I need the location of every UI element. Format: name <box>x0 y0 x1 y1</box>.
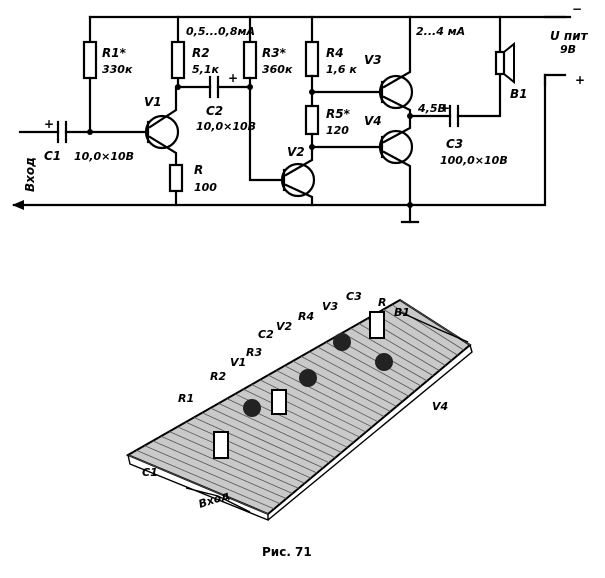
board-hatch-line <box>160 435 293 494</box>
r-name: R <box>194 163 203 177</box>
board-hatch-line <box>169 431 299 489</box>
board-hatch-line <box>375 313 452 361</box>
board-label-b1: B1 <box>394 306 410 319</box>
board-hatch-line <box>152 440 287 500</box>
board-hatch-line <box>136 449 275 510</box>
board-hatch-line <box>144 445 281 505</box>
r5-name: R5* <box>326 107 351 121</box>
board-hatch-line <box>210 407 330 464</box>
r3-value: 360к <box>262 63 293 76</box>
r1-value: 330к <box>102 63 133 76</box>
bottom-rail <box>18 73 567 207</box>
v3-name: V3 <box>364 53 382 67</box>
board-hatch-line <box>193 417 318 474</box>
r2-resistor <box>170 40 186 80</box>
board-label-v3: V3 <box>322 300 339 313</box>
board-part-c3 <box>369 311 385 339</box>
figure-caption: Рис. 71 <box>262 545 312 559</box>
board-part-v3 <box>333 333 351 351</box>
board-label-v1: V1 <box>230 356 246 369</box>
v4-name: V4 <box>364 114 382 128</box>
board-label-c2: C2 <box>258 328 274 341</box>
r5-resistor <box>304 104 320 136</box>
v4-transistor <box>378 129 414 165</box>
input-plus: + <box>44 117 54 131</box>
supply-minus: − <box>572 2 582 16</box>
supply-plus: + <box>575 73 585 87</box>
board-hatch-line <box>202 412 324 469</box>
board-label-r1: R1 <box>178 392 194 405</box>
board-hatch-line <box>317 346 409 397</box>
v2-transistor <box>280 162 316 198</box>
r4-name: R4 <box>326 46 344 60</box>
supply-label: U пит <box>550 29 589 43</box>
speaker-b1 <box>494 50 506 76</box>
supply-value: 9В <box>560 43 576 56</box>
r1-resistor <box>82 40 98 80</box>
r4-value: 1,6 к <box>326 63 357 76</box>
board-hatch-line <box>309 351 403 402</box>
c1-value: 10,0×10В <box>74 150 134 163</box>
schematic-labels: − U пит 9В + 0,5...0,8мА 2...4 мА 4,5В R… <box>23 2 589 194</box>
c3-plus: + <box>440 101 450 115</box>
r-value: 100 <box>194 181 217 194</box>
c1-name: C1 <box>44 149 61 163</box>
r-emitter-resistor <box>168 163 184 193</box>
schematic-diagram <box>12 15 572 224</box>
c3-value: 100,0×10В <box>440 154 508 167</box>
circuit-board-illustration: R1 R2 V1 R3 C2 V2 R4 V3 C3 R B1 V4 C1 Вх… <box>125 290 473 522</box>
r2-value: 5,1к <box>192 63 219 76</box>
v1-name: V1 <box>144 95 162 109</box>
board-label-r2: R2 <box>210 370 226 383</box>
input-ground-arrow <box>12 200 24 210</box>
r3-name: R3* <box>262 46 287 60</box>
c2-name: C2 <box>206 104 223 118</box>
current-left-label: 0,5...0,8мА <box>186 25 255 38</box>
board-label-r: R <box>378 296 386 309</box>
board-hatch-line <box>267 374 373 428</box>
board-hatch-line <box>218 402 336 459</box>
v1-transistor <box>144 114 180 150</box>
c2-value: 10,0×10В <box>196 120 256 133</box>
board-part-v2 <box>299 369 317 387</box>
r5-value: 120 <box>326 124 349 137</box>
board-part-v1 <box>243 399 261 417</box>
board-label-r4: R4 <box>298 310 314 323</box>
board-label-v2: V2 <box>276 320 293 333</box>
board-outline <box>125 298 472 516</box>
board-hatch-line <box>251 384 360 438</box>
board-hatch-line <box>177 426 305 484</box>
r3-resistor <box>242 40 258 80</box>
c2-plus: + <box>228 71 238 85</box>
board-hatch-line <box>127 454 269 515</box>
board-hatch-line <box>300 356 397 407</box>
board-hatch-line <box>276 370 379 423</box>
r1-name: R1* <box>102 46 127 60</box>
board-part-r2 <box>213 431 229 459</box>
board-hatch-line <box>350 327 434 377</box>
board-lead-input <box>185 487 251 513</box>
board-hatch-line <box>185 421 312 479</box>
mid-voltage-label: 4,5В <box>417 102 446 115</box>
r4-resistor <box>304 40 320 78</box>
board-hatch-line <box>243 388 354 443</box>
board-lead-b1 <box>399 311 469 343</box>
r2-name: R2 <box>192 46 210 60</box>
board-part-r3 <box>271 389 287 415</box>
current-right-label: 2...4 мА <box>416 25 465 38</box>
board-hatch-line <box>391 304 465 351</box>
board-hatch-line <box>383 309 458 356</box>
board-label-v4: V4 <box>432 400 448 413</box>
v3-transistor <box>378 74 414 110</box>
board-part-v4 <box>375 353 393 371</box>
board-label-c3: C3 <box>346 290 362 303</box>
v2-name: V2 <box>287 145 305 159</box>
speaker-name: В1 <box>510 87 528 101</box>
board-label-c1: C1 <box>142 466 158 479</box>
board-hatch-line <box>259 379 367 433</box>
input-label: Вход <box>23 157 37 192</box>
board-label-r3: R3 <box>246 346 262 359</box>
c3-name: C3 <box>446 137 463 151</box>
